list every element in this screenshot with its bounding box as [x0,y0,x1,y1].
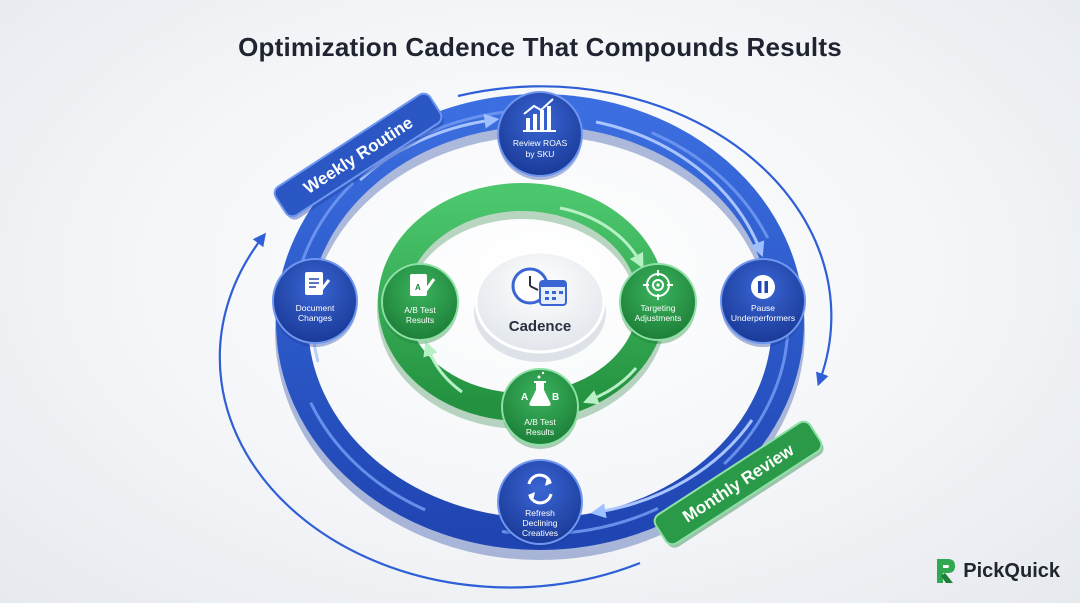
node-document-changes: Document Changes [272,258,358,347]
refresh-icon [527,473,553,505]
node-targeting-line1: Targeting [641,303,676,313]
flask-label-a: A [521,392,528,403]
node-pause-line1: Pause [751,303,775,313]
node-targeting-line2: Adjustments [635,313,682,323]
node-refresh-line3: Creatives [522,528,558,538]
document-edit-icon [305,272,331,295]
node-review-roas-line2: by SKU [526,149,555,159]
node-document-line1: Document [296,303,335,313]
brand-name: PickQuick [963,559,1060,582]
center-label: Cadence [509,318,572,335]
node-ab-left-line2: Results [406,315,434,325]
pause-icon [751,275,775,299]
svg-text:A: A [415,283,421,292]
ab-document-icon: A [410,274,436,296]
node-ab-test-left: A A/B Test Results [381,263,459,344]
node-refresh-line2: Declining [523,518,558,528]
brand-logo: PickQuick [935,557,1060,585]
node-ab-test-bottom: A B A/B Test Results [501,368,579,449]
page-title: Optimization Cadence That Compounds Resu… [238,32,842,62]
flask-label-b: B [552,392,559,403]
node-targeting-adjustments: Targeting Adjustments [619,263,697,344]
pickquick-logo-icon [937,559,956,583]
node-refresh-line1: Refresh [525,508,555,518]
center-hub: Cadence [474,250,606,362]
outer-flow-arrows [218,85,833,589]
node-review-roas-line1: Review ROAS [513,138,568,148]
node-refresh-creatives: Refresh Declining Creatives [497,459,583,548]
clock-calendar-icon [511,267,567,306]
node-pause-line2: Underperformers [731,313,795,323]
node-review-roas: Review ROAS by SKU [497,91,583,180]
bar-chart-growth-icon [523,98,556,132]
flask-icon: A B [521,371,559,406]
node-pause-underperformers: Pause Underperformers [720,258,806,347]
node-ab-bottom-line1: A/B Test [524,417,556,427]
node-ab-bottom-line2: Results [526,427,554,437]
target-icon [643,270,673,300]
node-ab-left-line1: A/B Test [404,305,436,315]
node-document-line2: Changes [298,313,332,323]
